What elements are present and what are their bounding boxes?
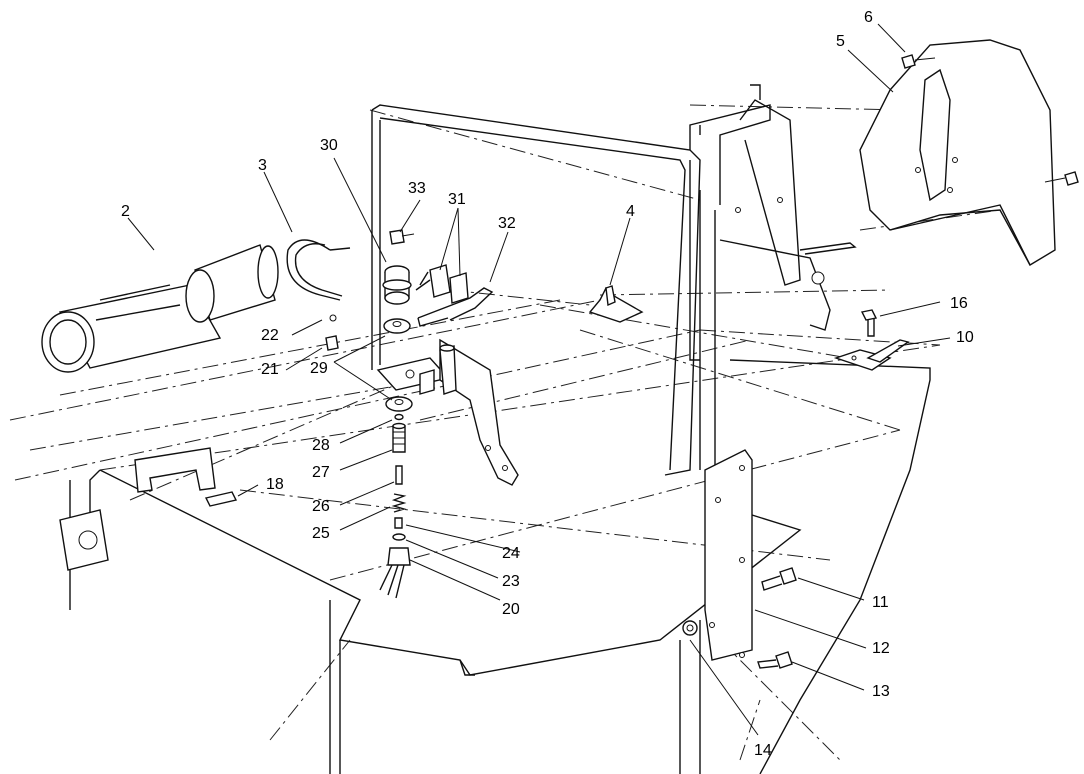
tube-part-2 bbox=[41, 244, 279, 373]
callout-12: 12 bbox=[872, 640, 890, 657]
clamp-part-3 bbox=[286, 239, 351, 322]
callout-6: 6 bbox=[864, 9, 873, 26]
nut-part-14 bbox=[682, 620, 698, 636]
clip-part-10 bbox=[833, 339, 910, 371]
frame-body bbox=[59, 359, 931, 774]
upright-frame bbox=[371, 84, 857, 490]
bolt-part-13 bbox=[757, 651, 793, 669]
callout-27: 27 bbox=[312, 464, 330, 481]
callout-14: 14 bbox=[754, 742, 772, 759]
phantom-lines bbox=[9, 104, 1001, 761]
cover-part-5 bbox=[859, 39, 1079, 266]
callout-22: 22 bbox=[261, 327, 279, 344]
callout-23: 23 bbox=[502, 573, 520, 590]
callout-10: 10 bbox=[956, 329, 974, 346]
callout-32: 32 bbox=[498, 215, 516, 232]
callout-26: 26 bbox=[312, 498, 330, 515]
callout-29: 29 bbox=[310, 360, 328, 377]
callout-11: 11 bbox=[872, 594, 889, 611]
bolt-part-11 bbox=[761, 567, 797, 591]
callout-28: 28 bbox=[312, 437, 330, 454]
callout-24: 24 bbox=[502, 545, 520, 562]
callout-20: 20 bbox=[502, 601, 520, 618]
leader-lines bbox=[127, 23, 951, 736]
clip-part-4 bbox=[588, 285, 644, 323]
callout-30: 30 bbox=[320, 137, 338, 154]
side-plate bbox=[704, 449, 753, 661]
callout-16: 16 bbox=[950, 295, 968, 312]
bolt-part-16 bbox=[860, 309, 878, 337]
callout-2: 2 bbox=[121, 203, 130, 220]
callout-18: 18 bbox=[266, 476, 284, 493]
callout-21: 21 bbox=[261, 361, 279, 378]
callout-5: 5 bbox=[836, 33, 845, 50]
screw-part-21 bbox=[325, 335, 339, 351]
callout-labels: 2 3 4 5 6 10 11 12 13 14 16 18 20 21 22 … bbox=[121, 9, 974, 759]
callout-13: 13 bbox=[872, 683, 890, 700]
callout-31: 31 bbox=[448, 191, 466, 208]
callout-25: 25 bbox=[312, 525, 330, 542]
callout-3: 3 bbox=[258, 157, 267, 174]
callout-4: 4 bbox=[626, 203, 635, 220]
valve-assembly bbox=[376, 229, 519, 599]
callout-33: 33 bbox=[408, 180, 426, 197]
